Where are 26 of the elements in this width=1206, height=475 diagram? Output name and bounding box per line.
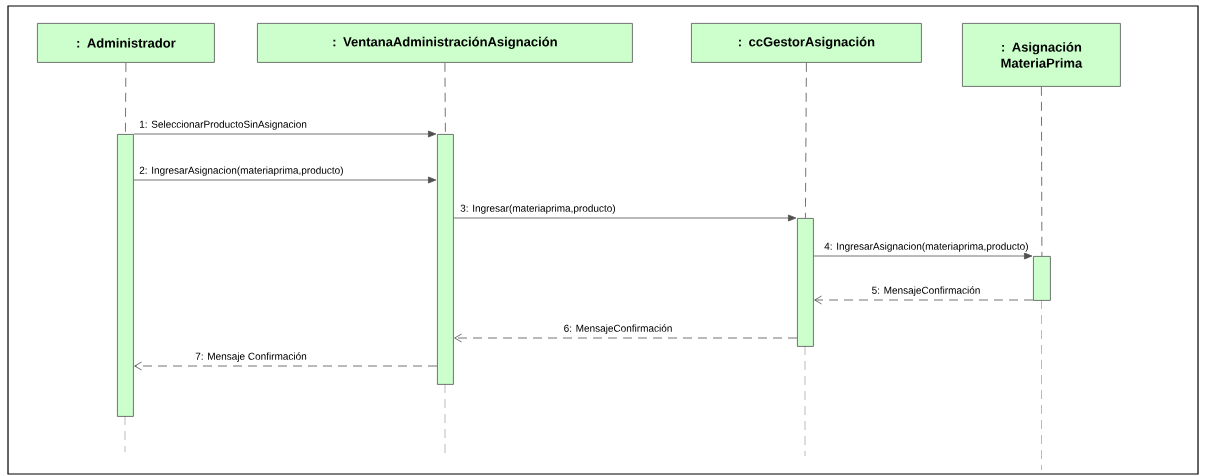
activation-bar <box>1033 256 1051 301</box>
message-arrow <box>813 252 1033 260</box>
message-arrow <box>133 176 437 184</box>
message-arrow <box>814 295 1034 305</box>
activation-bar <box>797 218 814 347</box>
lifeline <box>805 62 807 219</box>
message-arrow <box>454 333 798 343</box>
message-arrow <box>134 361 438 371</box>
message-arrow <box>453 214 797 222</box>
message-label: 6: MensajeConfirmación <box>562 323 674 335</box>
activation-bar <box>117 134 134 417</box>
lifeline <box>125 62 127 135</box>
message-label: 5: MensajeConfirmación <box>870 285 982 297</box>
lifeline <box>444 62 446 135</box>
message-label: 2: IngresarAsignacion(materiaprima,producto) <box>138 165 345 177</box>
message-label: 1: SeleccionarProductoSinAsignacion <box>138 119 308 131</box>
object-box: : Asignación MateriaPrima <box>962 23 1121 87</box>
object-box: : VentanaAdministraciónAsignación <box>257 23 633 63</box>
object-box: : ccGestorAsignación <box>691 23 922 63</box>
message-arrow <box>133 130 437 138</box>
message-label: 4: IngresarAsignacion(materiaprima,producto) <box>823 241 1030 253</box>
message-label: 7: Mensaje Confirmación <box>194 351 308 363</box>
lifeline <box>1041 86 1043 257</box>
activation-bar <box>437 134 454 385</box>
object-box: : Administrador <box>37 23 215 63</box>
message-label: 3: Ingresar(materiaprima,producto) <box>459 203 617 215</box>
